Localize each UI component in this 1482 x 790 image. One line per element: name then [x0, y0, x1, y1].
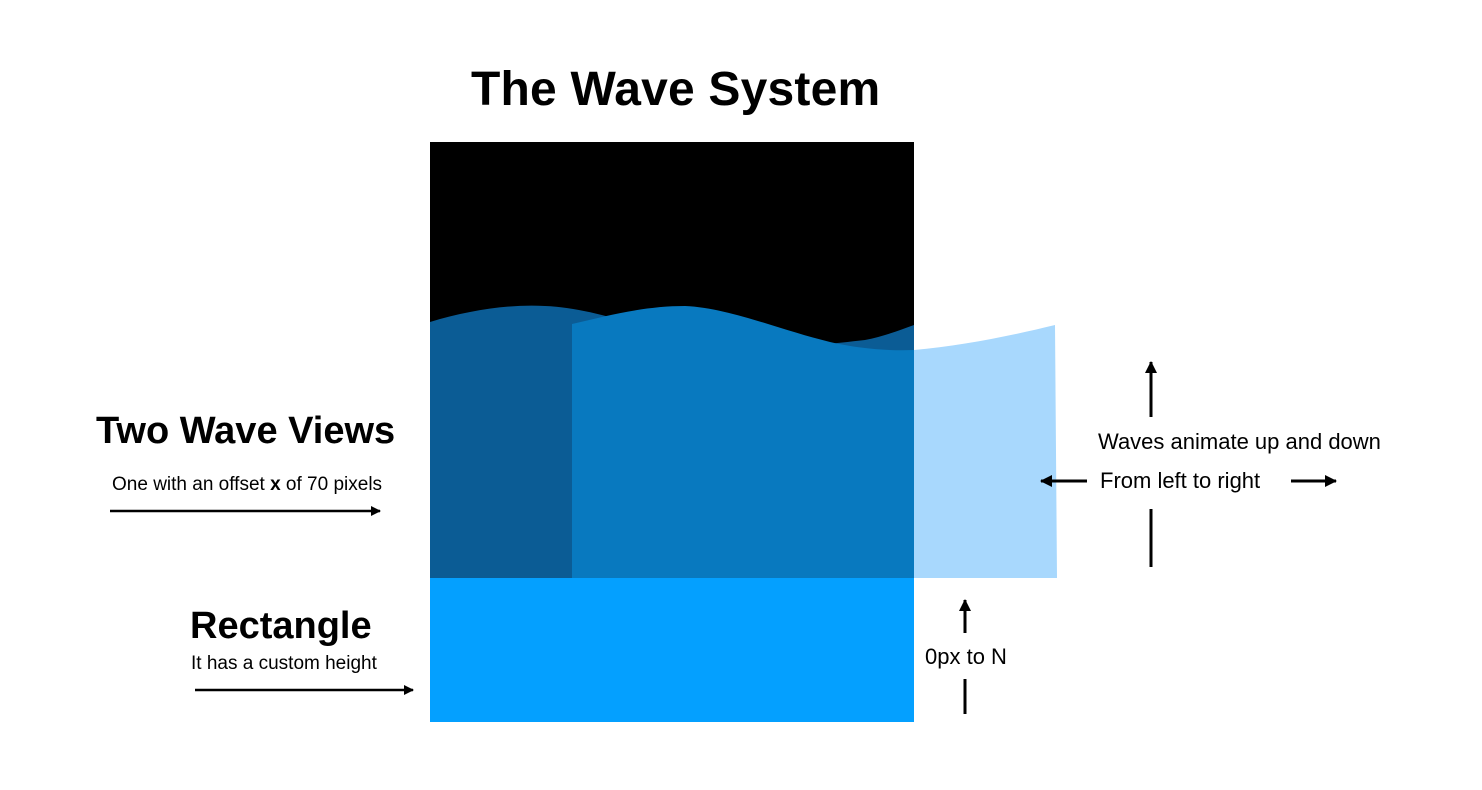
rectangle-heading: Rectangle	[190, 605, 372, 647]
wave-views-note: One with an offset x of 70 pixels	[112, 474, 382, 496]
height-range-label: 0px to N	[925, 644, 1007, 669]
offset-variable: x	[270, 474, 281, 495]
front-wave	[572, 306, 914, 578]
wave-views-note-prefix: One with an offset	[112, 474, 271, 495]
diagram-title: The Wave System	[471, 63, 881, 116]
rectangle	[430, 578, 914, 722]
wave-views-heading: Two Wave Views	[96, 410, 396, 452]
wave-views-note-suffix: of 70 pixels	[280, 474, 383, 495]
front-wave-overflow	[914, 325, 1057, 578]
vertical-animation-label: Waves animate up and down	[1098, 429, 1381, 454]
rectangle-note: It has a custom height	[191, 653, 377, 674]
horizontal-animation-label: From left to right	[1100, 468, 1261, 493]
